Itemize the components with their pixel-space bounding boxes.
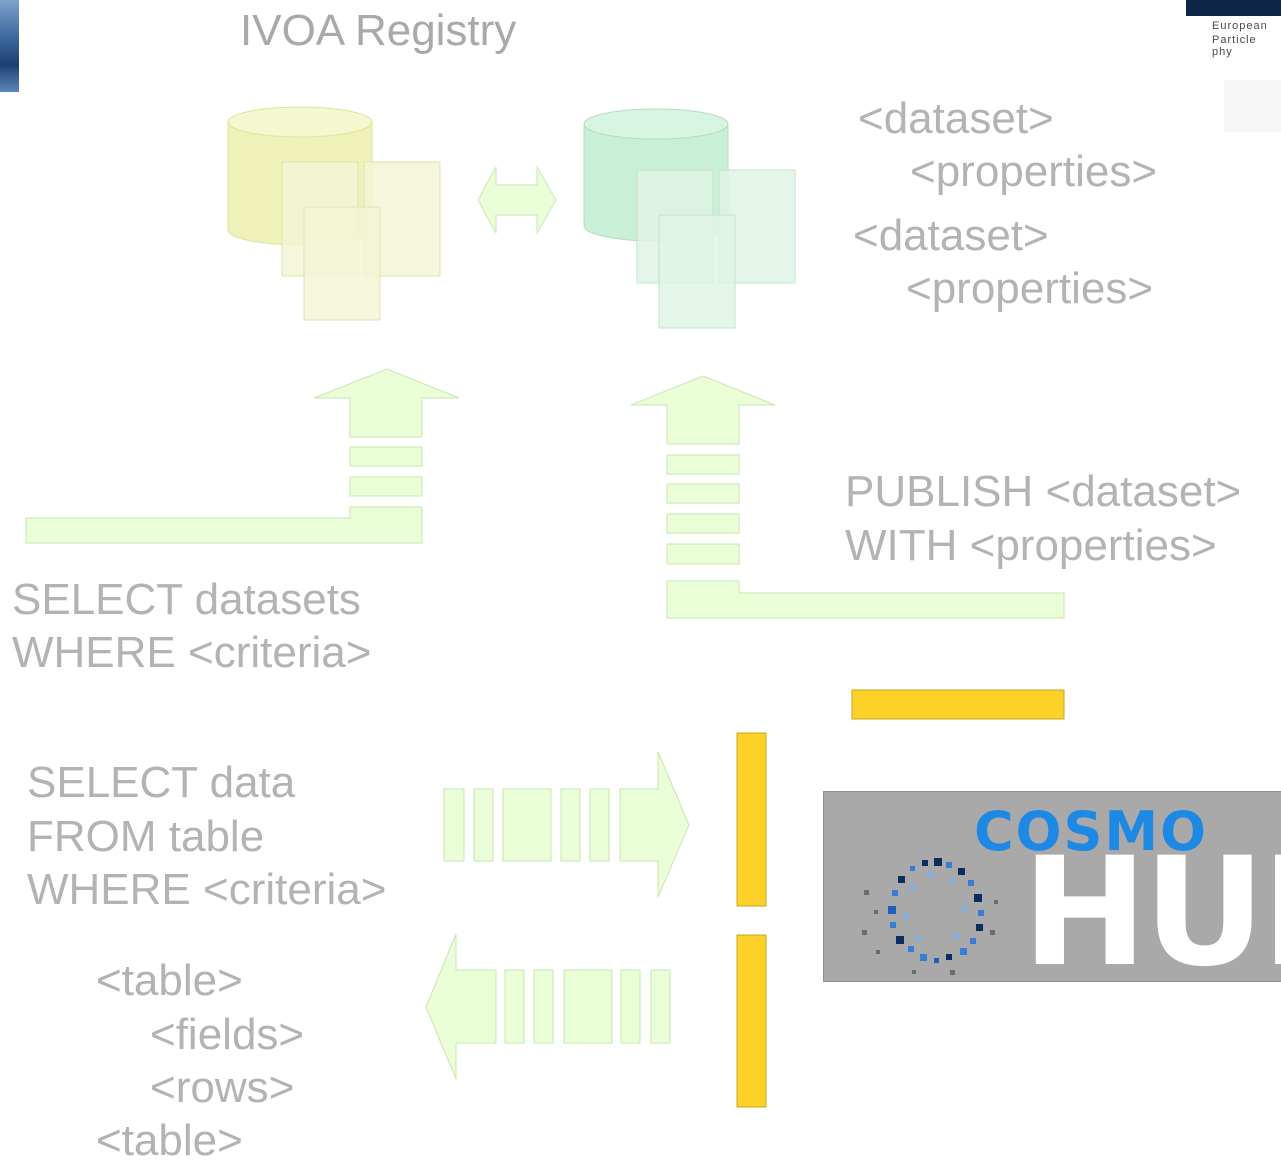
organization-logo: European Particle phy (1186, 0, 1281, 132)
cosmohub-hub-word: HUB (1022, 826, 1281, 982)
select-data-line-1: SELECT data (27, 758, 296, 807)
publish-up-arrow (630, 375, 1065, 619)
gold-bar-vertical-bottom (736, 934, 767, 1108)
cosmohub-logo: COSMO HUB (823, 791, 1281, 982)
page-title: IVOA Registry (240, 6, 517, 55)
registry-dataset-1: <dataset> (858, 94, 1054, 143)
query-up-arrow (25, 368, 460, 544)
select-data-line-2: FROM table (27, 812, 265, 861)
publish-line-2: WITH <properties> (845, 521, 1217, 570)
cosmohub-dot-ring-icon (862, 858, 998, 975)
corner-photo (0, 0, 19, 92)
logo-shadow-block (1224, 80, 1281, 132)
table-line-1: <table> (96, 956, 243, 1005)
registry-properties-1: <properties> (910, 147, 1158, 196)
publish-line-1: PUBLISH <dataset> (845, 467, 1242, 516)
table-line-3: <rows> (150, 1063, 295, 1112)
registry-database-yellow (227, 106, 441, 321)
select-datasets-line-1: SELECT datasets (12, 575, 361, 624)
sync-double-arrow (477, 165, 557, 235)
logo-mark (1186, 0, 1281, 16)
table-line-2: <fields> (150, 1010, 305, 1059)
gold-bar-horizontal (851, 689, 1065, 720)
result-left-arrow (425, 933, 671, 1080)
logo-line2: Particle phy (1212, 34, 1257, 58)
registry-database-green (583, 108, 796, 329)
cosmohub-cosmo-word: COSMO (974, 800, 1209, 863)
logo-line1: European (1212, 20, 1268, 32)
registry-dataset-2: <dataset> (853, 211, 1049, 260)
table-line-4: <table> (96, 1116, 243, 1165)
registry-properties-2: <properties> (906, 264, 1154, 313)
select-datasets-line-2: WHERE <criteria> (12, 628, 372, 677)
select-data-line-3: WHERE <criteria> (27, 865, 387, 914)
gold-bar-vertical-top (736, 732, 767, 907)
query-right-arrow (443, 751, 690, 898)
